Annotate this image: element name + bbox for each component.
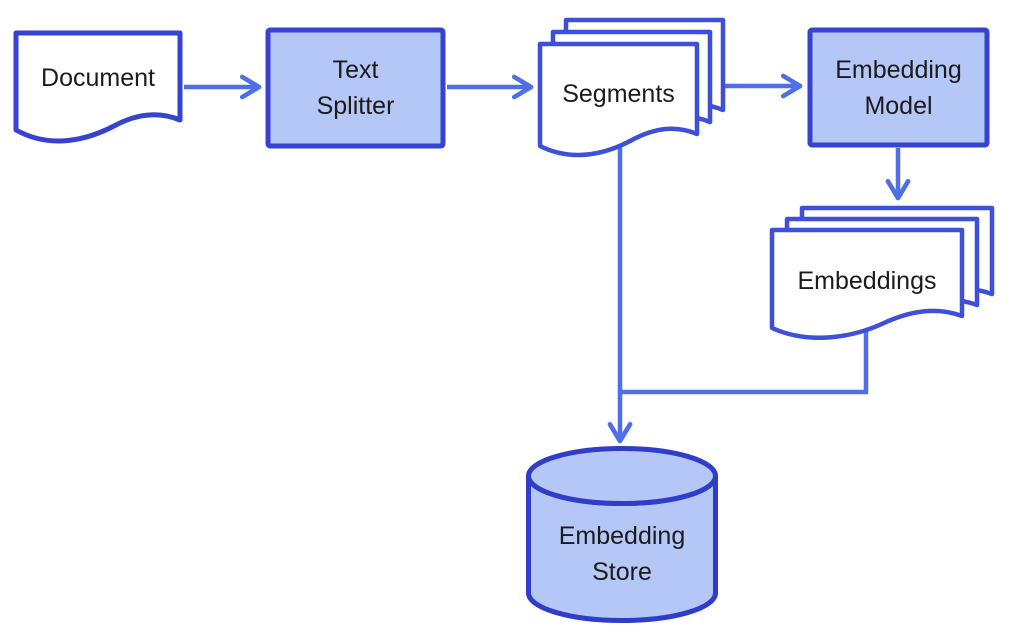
embedding-model-shape xyxy=(807,27,990,148)
embedding-store-node xyxy=(526,446,718,623)
segments-card-front xyxy=(540,44,697,155)
edge-embeddings-to-store xyxy=(620,332,869,395)
embedding-model-node xyxy=(807,27,990,148)
embedding-store-top xyxy=(526,446,718,506)
embeddings-node xyxy=(772,208,992,338)
edges-layer xyxy=(184,73,911,444)
embeddings-card-front xyxy=(772,230,962,338)
document-node xyxy=(13,30,183,144)
document-shape xyxy=(13,30,183,144)
text-splitter-node xyxy=(265,27,446,149)
text-splitter-shape xyxy=(265,27,446,149)
segments-node xyxy=(540,20,723,155)
